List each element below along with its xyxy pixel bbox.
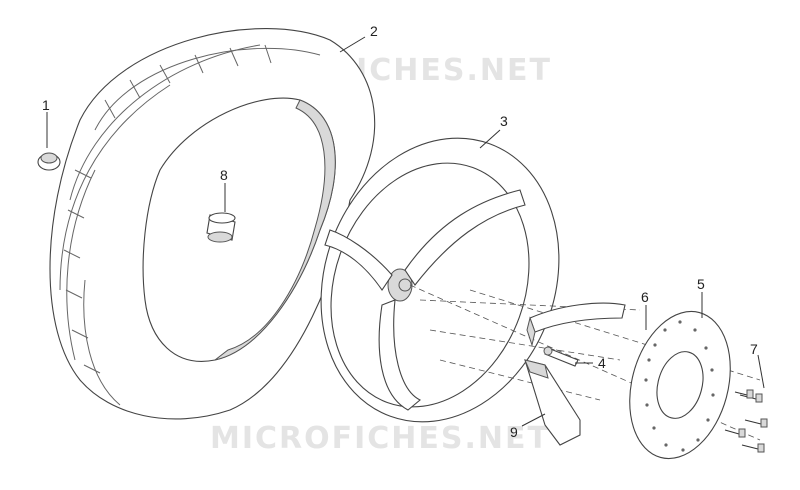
callout-label-1: 1 [42, 97, 50, 113]
callout-8: 8 [220, 167, 228, 212]
callout-3: 3 [479, 113, 508, 149]
callout-label-3: 3 [500, 113, 508, 129]
bolts-part [724, 389, 768, 453]
nut-part [37, 152, 61, 171]
callout-2: 2 [339, 23, 378, 53]
spacer-part [206, 212, 236, 243]
callout-7: 7 [750, 341, 765, 389]
callout-6: 6 [641, 289, 649, 330]
bracket-upper-part [526, 302, 626, 347]
rim-part [320, 137, 560, 423]
callout-label-6: 6 [641, 289, 649, 305]
callout-5: 5 [697, 276, 705, 318]
valve-part [543, 346, 579, 367]
callout-label-7: 7 [750, 341, 758, 357]
callout-label-8: 8 [220, 167, 228, 183]
callout-1: 1 [42, 97, 50, 148]
callout-9: 9 [510, 413, 546, 440]
callout-label-5: 5 [697, 276, 705, 292]
callout-label-2: 2 [370, 23, 378, 39]
brake-disc-part [629, 310, 731, 460]
bracket-lower-part [524, 359, 581, 446]
callout-4: 4 [575, 355, 606, 371]
callout-label-9: 9 [510, 424, 518, 440]
watermark-bottom: MICROFICHES.NET [210, 421, 550, 456]
callout-label-4: 4 [598, 355, 606, 371]
